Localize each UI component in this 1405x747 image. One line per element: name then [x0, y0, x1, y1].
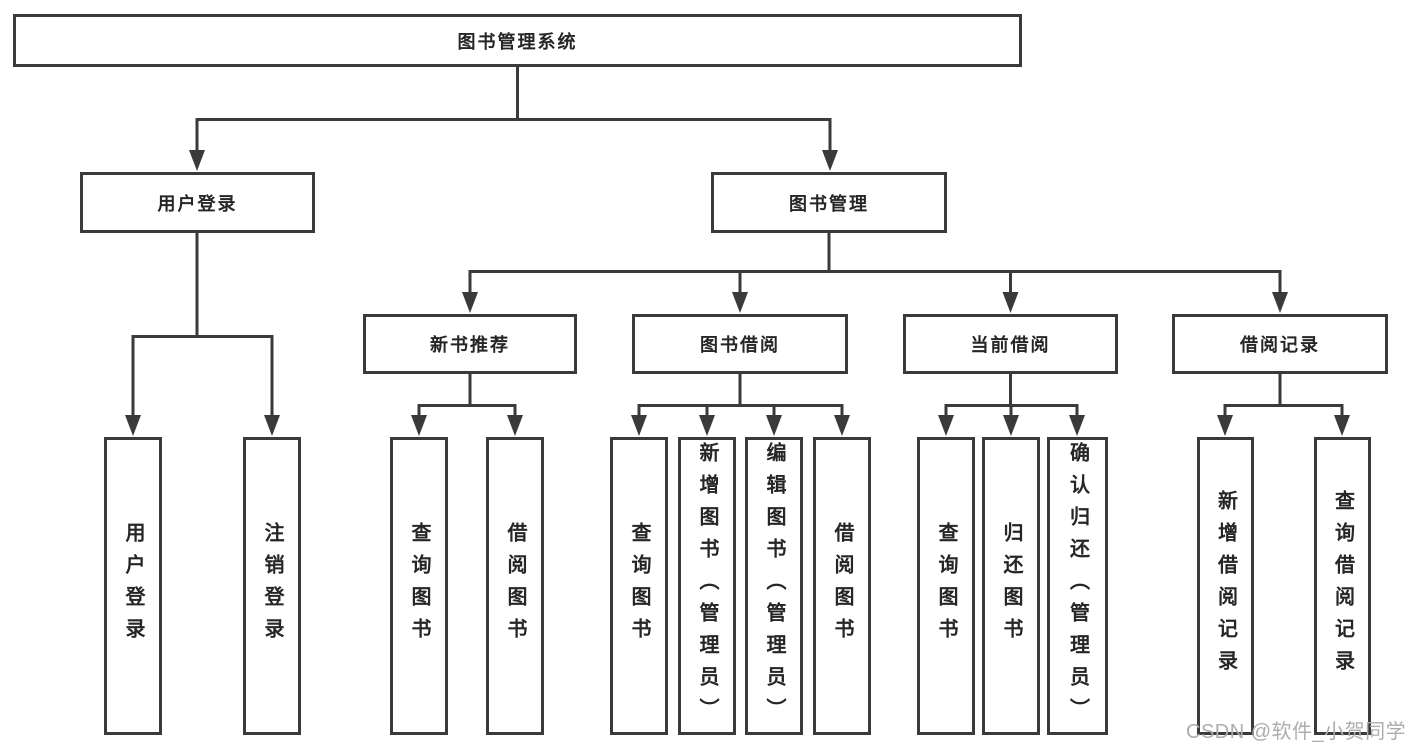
node-label: 查询图书: [628, 522, 650, 650]
node-label: 查询图书: [935, 522, 957, 650]
node-book-management: 图书管理: [711, 172, 947, 233]
leaf-record-add-borrow-record: 新增借阅记录: [1197, 437, 1254, 735]
node-label: 确认归还（管理员）: [1066, 442, 1089, 730]
leaf-logout-login: 注销登录: [243, 437, 301, 735]
leaf-borrow-add-book-admin: 新增图书（管理员）: [678, 437, 736, 735]
csdn-watermark: CSDN @软件_小贺同学: [1186, 721, 1405, 743]
node-label: 图书管理: [789, 193, 869, 214]
node-label: 图书借阅: [700, 335, 780, 355]
node-label: 查询图书: [408, 522, 430, 650]
node-library-system: 图书管理系统: [13, 14, 1022, 67]
leaf-record-query-borrow-record: 查询借阅记录: [1314, 437, 1371, 735]
leaf-newbook-borrow-book: 借阅图书: [486, 437, 544, 735]
node-label: 图书管理系统: [457, 31, 578, 52]
node-borrowing-records: 借阅记录: [1172, 314, 1388, 374]
node-label: 借阅图书: [504, 522, 526, 650]
node-label: 新增图书（管理员）: [696, 442, 718, 730]
node-label: 查询借阅记录: [1331, 490, 1354, 682]
node-label: 编辑图书（管理员）: [763, 442, 785, 730]
node-new-book-recommend: 新书推荐: [363, 314, 577, 374]
leaf-user-login: 用户登录: [104, 437, 162, 735]
leaf-current-return-book: 归还图书: [982, 437, 1040, 735]
leaf-borrow-borrow-book: 借阅图书: [813, 437, 871, 735]
node-label: 借阅记录: [1240, 335, 1320, 355]
node-label: 用户登录: [157, 193, 238, 214]
node-label: 借阅图书: [831, 522, 853, 650]
leaf-current-query-book: 查询图书: [917, 437, 975, 735]
leaf-borrow-edit-book-admin: 编辑图书（管理员）: [745, 437, 803, 735]
node-book-borrowing: 图书借阅: [632, 314, 848, 374]
node-label: 归还图书: [1000, 522, 1022, 650]
leaf-newbook-query-book: 查询图书: [390, 437, 448, 735]
node-user-login: 用户登录: [80, 172, 315, 233]
node-label: 新增借阅记录: [1214, 490, 1237, 682]
node-label: 新书推荐: [430, 335, 510, 355]
leaf-current-confirm-return-admin: 确认归还（管理员）: [1047, 437, 1108, 735]
node-current-borrowing: 当前借阅: [903, 314, 1118, 374]
node-label: 用户登录: [122, 522, 144, 650]
node-label: 注销登录: [261, 522, 283, 650]
node-label: 当前借阅: [970, 335, 1051, 355]
leaf-borrow-query-book: 查询图书: [610, 437, 668, 735]
